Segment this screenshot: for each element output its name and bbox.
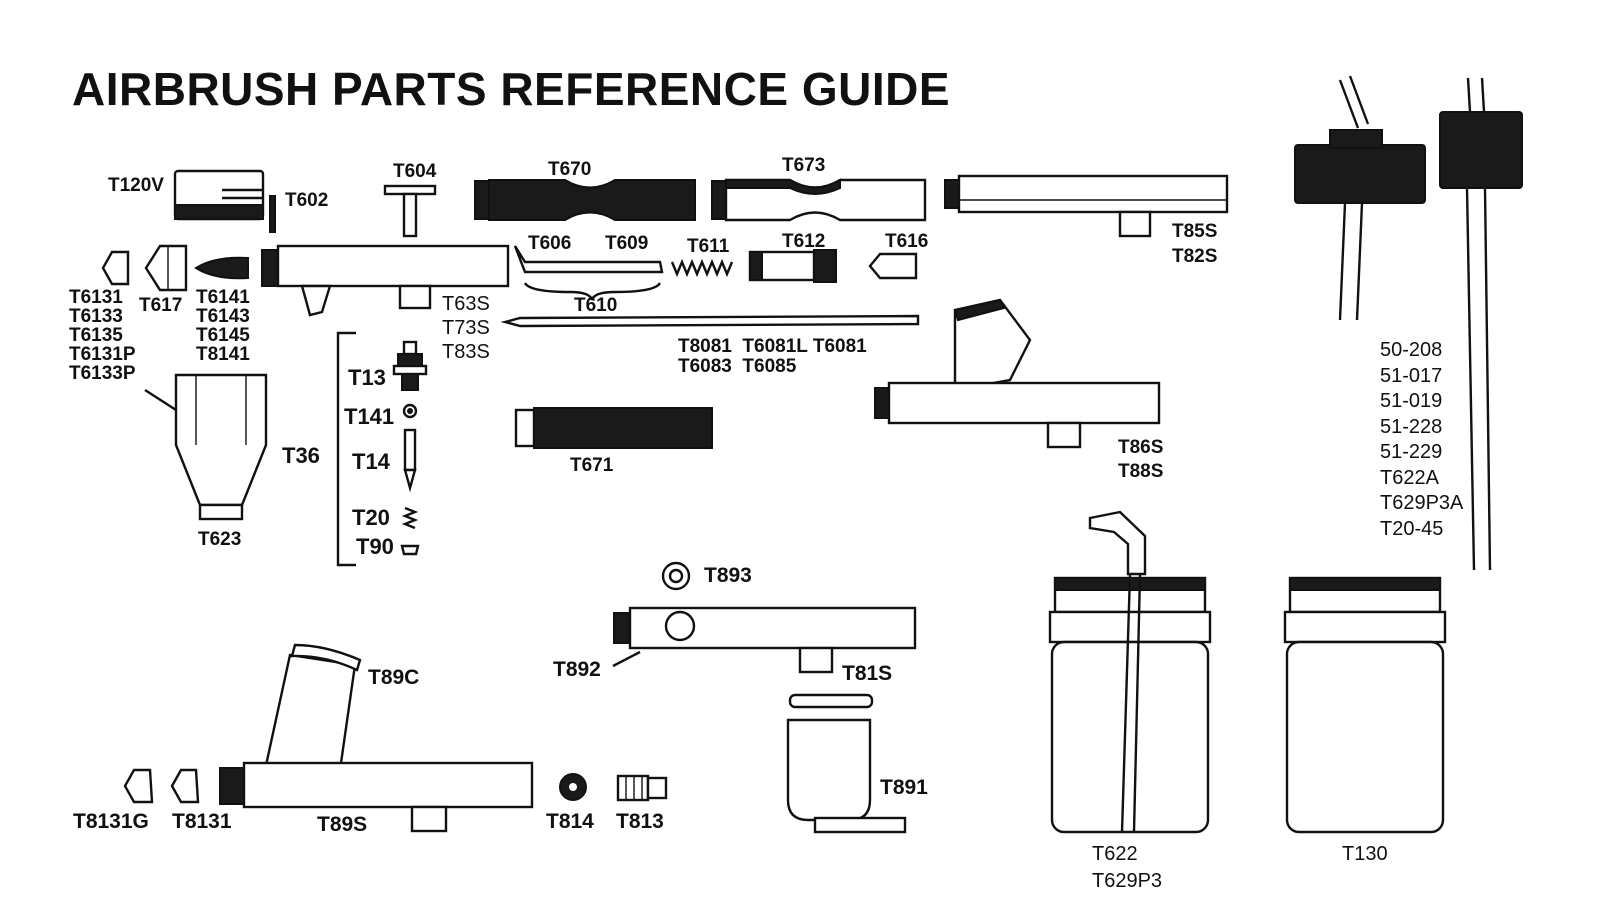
t892-label: T892 — [553, 658, 601, 681]
t623-cup-part — [144, 373, 268, 521]
hose-long-part — [1439, 77, 1523, 571]
t120v-label: T120V — [108, 175, 164, 196]
t141-washer-part — [402, 403, 418, 419]
t610-label: T610 — [574, 295, 618, 316]
t891-cup-part — [786, 693, 907, 834]
t604-label: T604 — [393, 161, 437, 182]
t89s-body-part — [219, 643, 534, 833]
t617-nozzle-cap-part — [144, 244, 188, 292]
t6131-nozzle-part — [101, 250, 130, 286]
t604-valve-part — [383, 184, 437, 238]
t8131-label: T8131 — [172, 810, 232, 833]
t814-washer-part — [559, 773, 587, 801]
t616-label: T616 — [885, 231, 929, 252]
t8131g-label: T8131G — [73, 810, 149, 833]
t14-stem-part — [403, 428, 417, 493]
t20-label: T20 — [352, 505, 390, 530]
t622-jar-part — [1048, 510, 1212, 834]
t814-label: T814 — [546, 810, 594, 833]
t130-label: T130 — [1342, 843, 1388, 865]
t89s-label: T89S — [317, 813, 368, 836]
needles-label-row1: T8081 T6081L T6081 — [678, 336, 867, 357]
t610-trigger-part — [513, 245, 664, 301]
t602-ring-part — [269, 195, 276, 233]
t8131g-nozzle-part — [123, 768, 154, 804]
t609-label: T609 — [605, 233, 649, 254]
t673-label: T673 — [782, 155, 826, 176]
t612-label: T612 — [782, 231, 826, 252]
t81s-body-part — [613, 606, 917, 674]
t85s-body-part — [944, 174, 1229, 238]
needles-label-row2: T6083 T6085 — [678, 356, 797, 377]
t141-label: T141 — [344, 404, 395, 429]
t82s-label: T82S — [1172, 246, 1218, 267]
t13-label: T13 — [348, 365, 386, 390]
t89c-label: T89C — [368, 666, 420, 689]
t671-label: T671 — [570, 455, 614, 476]
page-title: AIRBRUSH PARTS REFERENCE GUIDE — [72, 63, 950, 115]
hose-short-part — [1294, 75, 1426, 321]
t36-label: T36 — [282, 443, 320, 468]
t63s-body-part — [261, 244, 510, 317]
t813-label: T813 — [616, 810, 664, 833]
t36-bracket — [336, 331, 356, 567]
t85s-label: T85S — [1172, 221, 1218, 242]
t673-handle-part — [711, 178, 927, 222]
t611-spring-part — [670, 258, 734, 278]
t8131-nozzle-part — [170, 768, 200, 804]
t671-handle-part — [514, 407, 713, 449]
t612-part — [748, 249, 837, 283]
t622-label: T622 — [1092, 843, 1138, 865]
t86s-label: T86S — [1118, 437, 1164, 458]
t623-label: T623 — [198, 529, 242, 550]
t120v-cap-part — [173, 169, 265, 221]
t20-spring-part — [401, 506, 419, 530]
t602-label: T602 — [285, 190, 329, 211]
t14-label: T14 — [352, 449, 390, 474]
t6141-tip-part — [194, 256, 249, 280]
t13-valve-part — [392, 340, 428, 391]
t606-label: T606 — [528, 233, 572, 254]
t90-label: T90 — [356, 534, 394, 559]
t81s-label: T81S — [842, 662, 893, 685]
t617-label: T617 — [139, 295, 183, 316]
t891-label: T891 — [880, 776, 928, 799]
needle-part — [500, 314, 920, 328]
t88s-label: T88S — [1118, 461, 1164, 482]
t86s-body-part — [874, 298, 1161, 449]
t670-label: T670 — [548, 159, 592, 180]
t670-handle-part — [474, 179, 696, 221]
t90-part — [400, 544, 420, 556]
t130-jar-part — [1283, 576, 1447, 834]
t892-leader — [612, 650, 641, 668]
t616-part — [868, 252, 918, 280]
t813-part — [616, 774, 668, 802]
t611-label: T611 — [687, 236, 730, 257]
t893-gear-part — [661, 561, 691, 591]
t893-label: T893 — [704, 564, 752, 587]
t629p3-label: T629P3 — [1092, 870, 1163, 892]
